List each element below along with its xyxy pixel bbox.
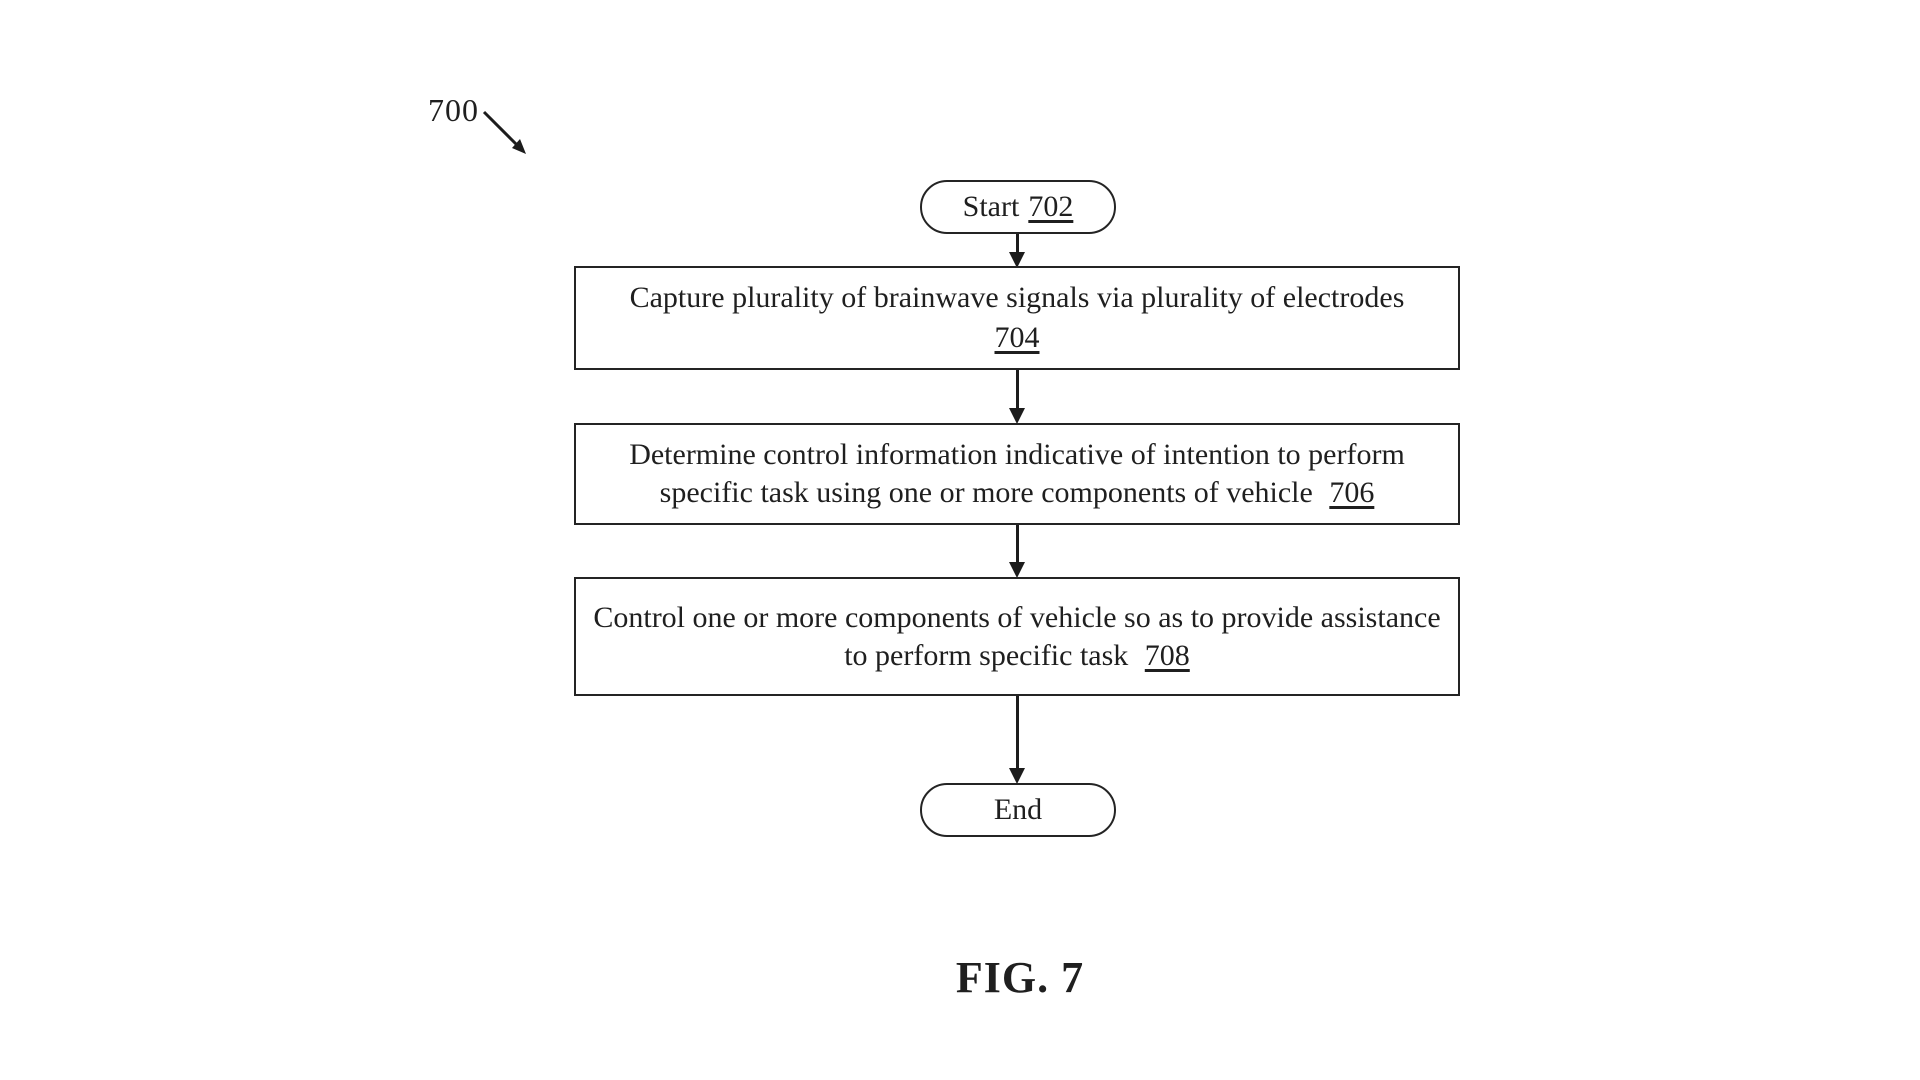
step3-text: Control one or more components of vehicl… xyxy=(592,599,1442,675)
flow-arrow-start-to-step1 xyxy=(1016,234,1019,253)
end-node-label: End xyxy=(993,793,1043,827)
flowchart-step-control-components: Control one or more components of vehicl… xyxy=(574,577,1460,696)
start-node-ref: 702 xyxy=(1028,190,1074,224)
flow-arrow-step2-to-step3 xyxy=(1016,525,1019,563)
step1-label: Capture plurality of brainwave signals v… xyxy=(629,281,1405,315)
step3-ref: 708 xyxy=(1144,638,1190,672)
reference-pointer-arrow-icon xyxy=(482,110,526,154)
step2-ref: 706 xyxy=(1329,476,1375,509)
figure-reference-label: 700 xyxy=(428,92,479,128)
flowchart-end-node: End xyxy=(920,783,1116,837)
step2-text: Determine control information indicative… xyxy=(592,436,1442,512)
step1-ref: 704 xyxy=(994,321,1040,354)
start-node-label: Start xyxy=(962,190,1020,224)
figure-caption: FIG. 7 xyxy=(955,953,1085,1002)
flowchart-step-determine-control-info: Determine control information indicative… xyxy=(574,423,1460,525)
flow-arrow-step1-to-step2 xyxy=(1016,370,1019,409)
flowchart-step-capture-signals: Capture plurality of brainwave signals v… xyxy=(574,266,1460,370)
flowchart-start-node: Start 702 xyxy=(920,180,1116,234)
step3-label: Control one or more components of vehicl… xyxy=(593,600,1441,672)
flow-arrow-step3-to-end xyxy=(1016,696,1019,769)
step2-label: Determine control information indicative… xyxy=(629,438,1405,509)
